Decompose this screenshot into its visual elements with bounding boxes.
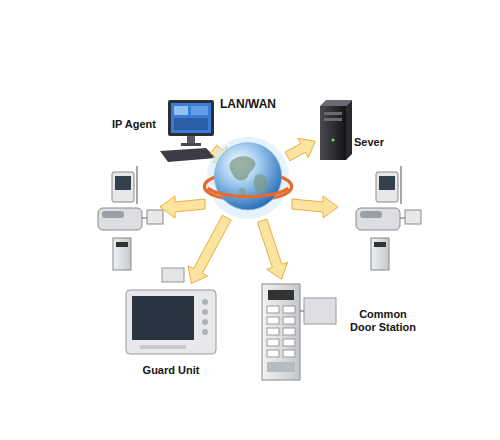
door-station-screen — [268, 290, 294, 300]
button — [202, 309, 208, 315]
guard-unit-node: Guard Unit — [124, 286, 218, 356]
node-label: LAN/WAN — [198, 98, 298, 111]
indoor-monitor — [376, 172, 398, 202]
node-label: Common Door Station — [346, 308, 420, 334]
node-label: Sever — [354, 136, 384, 149]
button — [202, 319, 208, 325]
door-station-panel — [262, 284, 300, 380]
speaker-grill — [267, 362, 295, 372]
wire — [300, 311, 304, 312]
orbit-ring-front — [208, 188, 289, 197]
network-globe: LAN/WAN — [206, 136, 290, 220]
call-button — [267, 317, 279, 324]
antenna-wire — [136, 166, 138, 204]
call-button — [267, 306, 279, 313]
handset-unit — [356, 208, 400, 230]
panel-screen — [116, 242, 128, 247]
call-button — [283, 339, 295, 346]
button — [202, 329, 208, 335]
call-button — [267, 339, 279, 346]
handset — [360, 211, 382, 218]
server-side — [346, 100, 352, 160]
call-button — [283, 317, 295, 324]
antenna-wire — [400, 166, 402, 204]
node-label: IP Agent — [106, 118, 156, 131]
continent — [229, 156, 255, 180]
power-led — [331, 138, 334, 141]
call-button — [267, 350, 279, 357]
monitor-stand — [187, 136, 195, 143]
junction-box — [147, 210, 163, 224]
junction-box — [405, 210, 421, 224]
guard-screen — [132, 296, 194, 340]
call-button — [267, 328, 279, 335]
monitor-base — [181, 143, 201, 146]
monitor-screen — [171, 103, 211, 133]
screen-tile — [174, 106, 188, 115]
panel-screen — [374, 242, 386, 247]
server-node: Sever — [318, 98, 354, 162]
wire — [400, 218, 405, 219]
small-box — [162, 268, 184, 282]
call-button — [283, 328, 295, 335]
keyboard — [160, 148, 216, 162]
wire — [142, 218, 147, 219]
handset — [102, 211, 124, 218]
control-box — [304, 298, 336, 324]
button — [202, 299, 208, 305]
server-front — [320, 106, 346, 160]
monitor-frame — [168, 100, 214, 136]
screen-tile — [174, 118, 208, 130]
block-arrow — [160, 196, 205, 218]
globe-shape — [206, 136, 290, 220]
ip-agent-node: IP Agent — [160, 98, 224, 164]
door-station-node: Common Door Station — [260, 282, 338, 382]
block-arrow — [285, 138, 315, 161]
handset-unit — [98, 208, 142, 230]
block-arrow — [292, 196, 338, 218]
globe-sphere — [214, 143, 281, 210]
drive-bay — [324, 118, 342, 121]
indoor-screen — [379, 176, 395, 190]
block-arrow — [188, 215, 231, 283]
guard-body — [126, 290, 216, 354]
door-panel — [113, 238, 131, 270]
indoor-monitor — [112, 172, 134, 202]
call-button — [283, 350, 295, 357]
block-arrow — [257, 219, 287, 279]
call-button — [283, 306, 295, 313]
globe-glow — [207, 137, 289, 219]
continent — [254, 174, 269, 193]
speaker-grill — [140, 345, 186, 349]
door-panel — [371, 238, 389, 270]
drive-bay — [324, 112, 342, 115]
screen-tile — [191, 106, 208, 115]
indoor-screen — [115, 176, 131, 190]
node-label: Guard Unit — [124, 364, 218, 377]
